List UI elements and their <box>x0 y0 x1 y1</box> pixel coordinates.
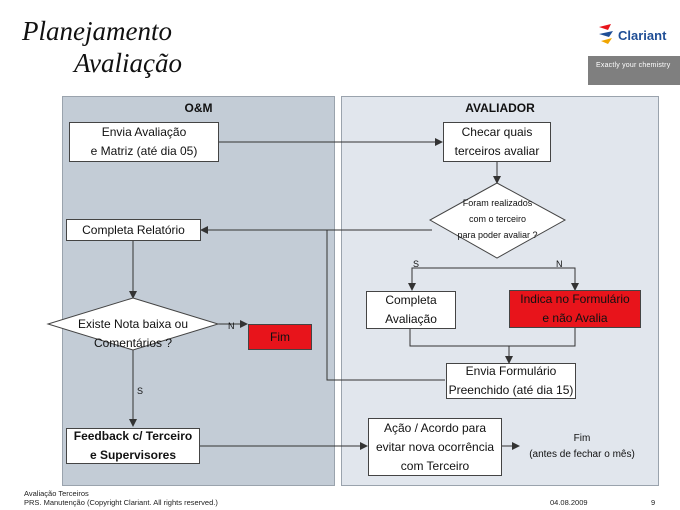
footer-line2: PRS. Manutenção (Copyright Clariant. All… <box>24 498 218 507</box>
node-fim: Fim <box>248 324 312 350</box>
node-envia-avaliacao: Envia Avaliação e Matriz (até dia 05) <box>69 122 219 162</box>
fim-note-line2: (antes de fechar o mês) <box>529 449 635 460</box>
indica-line1: Indica no Formulário <box>520 292 630 306</box>
node-checar-line2: terceiros avaliar <box>454 144 540 158</box>
footer-line1: Avaliação Terceiros <box>24 489 89 498</box>
node-indica: Indica no Formulário e não Avalia <box>509 290 641 328</box>
decision-realizados-shape <box>428 182 567 259</box>
edge-label-n-realizados: N <box>556 259 563 269</box>
node-envia-avaliacao-line2: e Matriz (até dia 05) <box>90 144 198 158</box>
logo-tagline: Exactly your chemistry <box>596 62 671 69</box>
footer-page-number: 9 <box>651 498 656 507</box>
lane-avaliador-header: AVALIADOR <box>465 101 535 115</box>
node-completa-avaliacao: Completa Avaliação <box>366 291 456 329</box>
node-checar: Checar quais terceiros avaliar <box>443 122 551 162</box>
completa-avaliacao-line2: Avaliação <box>385 312 437 326</box>
edge-label-s-nota: S <box>137 386 144 396</box>
fim-note-line1: Fim <box>573 433 591 444</box>
acao-line2: evitar nova ocorrência <box>375 439 495 454</box>
decisao-realizados-line3: para poder avaliar ? <box>457 230 538 240</box>
page-title-line1: Planejamento <box>22 16 172 46</box>
clariant-logo-icon <box>599 24 613 44</box>
decisao-realizados-line2: com o terceiro <box>468 214 527 224</box>
feedback-line2: e Supervisores <box>89 448 177 462</box>
lane-om-header: O&M <box>184 101 213 115</box>
logo-tagline-bar <box>588 56 680 85</box>
node-decisao-realizados: Foram realizados com o terceiro para pod… <box>430 194 565 244</box>
node-fim-note: Fim (antes de fechar o mês) <box>520 430 644 464</box>
decision-nota-shape <box>46 297 220 351</box>
envia-formulario-line1: Envia Formulário <box>465 364 557 378</box>
decisao-nota-line2: Comentários ? <box>93 336 173 350</box>
node-envia-formulario: Envia Formulário Preenchido (até dia 15) <box>446 363 576 399</box>
envia-formulario-line2: Preenchido (até dia 15) <box>448 383 574 397</box>
decisao-nota-line1: Existe Nota baixa ou <box>77 317 189 331</box>
footer-date: 04.08.2009 <box>550 498 588 507</box>
edge-label-s-realizados: S <box>413 259 420 269</box>
feedback-line1: Feedback c/ Terceiro <box>73 429 193 443</box>
logo-wordmark: Clariant <box>618 28 667 43</box>
node-feedback: Feedback c/ Terceiro e Supervisores <box>66 428 200 464</box>
acao-line1: Ação / Acordo para <box>383 420 487 435</box>
indica-line2: e não Avalia <box>542 311 608 325</box>
node-completa-relatorio: Completa Relatório <box>66 219 201 241</box>
page-title-line2: Avaliação <box>74 48 182 78</box>
node-acao: Ação / Acordo para evitar nova ocorrênci… <box>368 418 502 476</box>
edge-label-n-nota: N <box>228 321 235 331</box>
decisao-realizados-line1: Foram realizados <box>462 198 533 208</box>
node-envia-avaliacao-line1: Envia Avaliação <box>101 125 187 139</box>
node-decisao-nota: Existe Nota baixa ou Comentários ? <box>62 312 204 356</box>
node-checar-line1: Checar quais <box>461 125 533 139</box>
completa-avaliacao-line1: Completa <box>385 293 437 307</box>
acao-line3: com Terceiro <box>400 458 470 473</box>
